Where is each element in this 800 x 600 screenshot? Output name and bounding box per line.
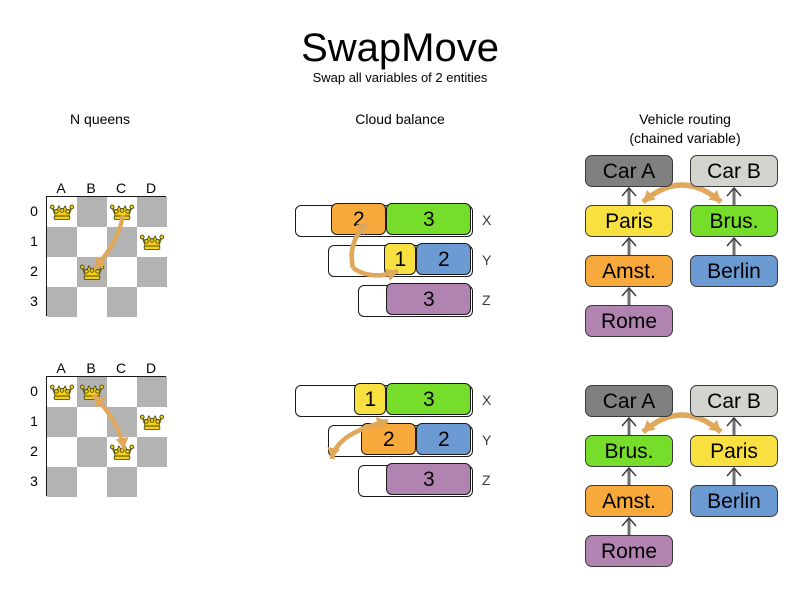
column-title-vehicle-routing-line1: Vehicle routing [639,111,731,127]
cloud-process-Y-1[interactable]: 2 [361,423,417,456]
vr-node-cara-cara[interactable]: Car A [585,385,673,417]
board-cell-B1[interactable] [77,407,107,437]
board-file-label-c: C [115,180,127,196]
board-cell-B2[interactable] [77,257,107,287]
vr-node-rome-cara[interactable]: Rome [585,305,673,337]
cloud-computer-label-Z: Z [482,472,491,488]
board-cell-C3[interactable] [107,287,137,317]
board-cell-D3[interactable] [137,287,167,317]
board-file-label-a: A [56,180,66,196]
vr-node-brus-carb[interactable]: Brus. [690,205,778,237]
board-cell-C3[interactable] [107,467,137,497]
cloud-process-Y-1[interactable]: 1 [384,243,417,276]
vr-node-amst-cara[interactable]: Amst. [585,255,673,287]
board-cell-C1[interactable] [107,407,137,437]
cloud-computer-label-X: X [482,392,492,408]
cloud-process-Z-1[interactable]: 3 [386,283,472,316]
board-rank-label-1: 1 [30,413,38,429]
vr-node-rome-cara[interactable]: Rome [585,535,673,567]
chessboard-grid[interactable] [46,196,167,317]
board-cell-C1[interactable] [107,227,137,257]
cloud-computer-label-Z: Z [482,292,491,308]
column-title-nqueens: N queens [70,111,130,127]
board-file-label-d: D [145,180,157,196]
board-cell-C2[interactable] [107,437,137,467]
board-cell-A2[interactable] [47,257,77,287]
board-cell-A1[interactable] [47,227,77,257]
board-cell-A0[interactable] [47,197,77,227]
nqueens-board-after[interactable]: A B C D 0 1 2 3 [20,360,190,505]
board-cell-C0[interactable] [107,377,137,407]
board-rank-label-1: 1 [30,233,38,249]
board-cell-D2[interactable] [137,437,167,467]
board-cell-A3[interactable] [47,287,77,317]
board-cell-D0[interactable] [137,377,167,407]
board-cell-B3[interactable] [77,467,107,497]
vr-node-carb-carb[interactable]: Car B [690,155,778,187]
board-cell-C2[interactable] [107,257,137,287]
board-cell-D1[interactable] [137,407,167,437]
board-rank-label-3: 3 [30,293,38,309]
page-subtitle: Swap all variables of 2 entities [312,70,488,85]
cloud-process-X-1[interactable]: 1 [354,383,387,416]
board-cell-A0[interactable] [47,377,77,407]
board-cell-B0[interactable] [77,197,107,227]
vr-node-amst-cara[interactable]: Amst. [585,485,673,517]
board-cell-B3[interactable] [77,287,107,317]
vr-node-brus-cara[interactable]: Brus. [585,435,673,467]
vr-node-paris-cara[interactable]: Paris [585,205,673,237]
board-file-label-b: B [86,180,96,196]
board-cell-D1[interactable] [137,227,167,257]
board-cell-A3[interactable] [47,467,77,497]
cloud-process-Y-2[interactable]: 2 [416,243,472,276]
board-file-label-c: C [115,360,127,376]
board-rank-label-2: 2 [30,443,38,459]
board-rank-label-2: 2 [30,263,38,279]
board-file-label-b: B [86,360,96,376]
vr-node-paris-carb[interactable]: Paris [690,435,778,467]
board-cell-A1[interactable] [47,407,77,437]
vr-node-carb-carb[interactable]: Car B [690,385,778,417]
page-title: SwapMove [301,26,499,70]
board-file-label-a: A [56,360,66,376]
board-cell-D2[interactable] [137,257,167,287]
cloud-computer-label-Y: Y [482,252,492,268]
board-cell-B1[interactable] [77,227,107,257]
vr-node-cara-cara[interactable]: Car A [585,155,673,187]
board-file-label-d: D [145,360,157,376]
cloud-process-Y-2[interactable]: 2 [416,423,472,456]
cloud-process-X-2[interactable]: 3 [386,203,472,236]
board-cell-B0[interactable] [77,377,107,407]
board-cell-D3[interactable] [137,467,167,497]
vr-node-berlin-carb[interactable]: Berlin [690,255,778,287]
vr-node-berlin-carb[interactable]: Berlin [690,485,778,517]
board-rank-label-3: 3 [30,473,38,489]
cloud-process-X-1[interactable]: 2 [331,203,387,236]
nqueens-board-before[interactable]: A B C D 0 1 2 3 [20,180,190,325]
board-cell-D0[interactable] [137,197,167,227]
cloud-process-Z-1[interactable]: 3 [386,463,472,496]
board-cell-B2[interactable] [77,437,107,467]
cloud-computer-label-Y: Y [482,432,492,448]
board-rank-label-0: 0 [30,203,38,219]
cloud-process-X-2[interactable]: 3 [386,383,472,416]
column-title-cloud-balance: Cloud balance [355,111,445,127]
board-cell-C0[interactable] [107,197,137,227]
chessboard-grid[interactable] [46,376,167,497]
board-cell-A2[interactable] [47,437,77,467]
cloud-computer-label-X: X [482,212,492,228]
column-title-vehicle-routing-line2: (chained variable) [629,130,741,146]
board-rank-label-0: 0 [30,383,38,399]
